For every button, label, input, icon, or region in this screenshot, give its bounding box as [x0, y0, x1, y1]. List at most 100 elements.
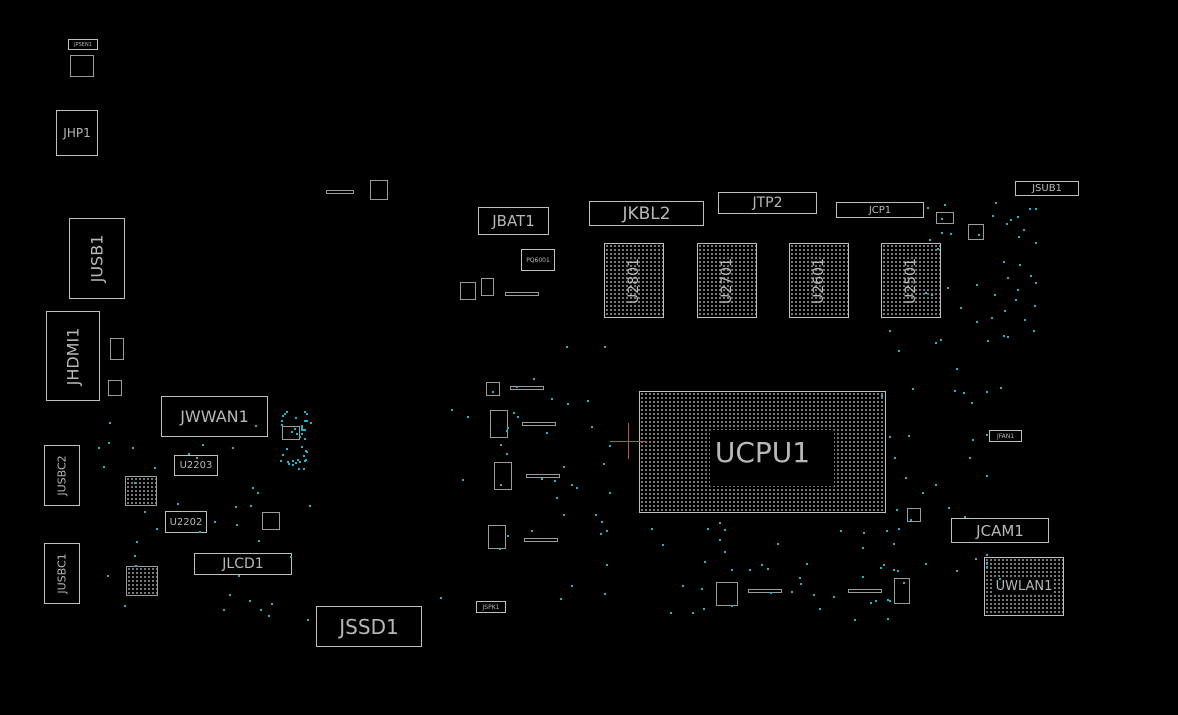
connector-jhdmi1[interactable]: JHDMI1 — [46, 311, 100, 401]
via — [563, 466, 565, 468]
connector-jkbl2[interactable]: JKBL2 — [589, 201, 704, 226]
via — [889, 600, 891, 602]
chip-uwlan1[interactable]: UWLAN1 — [984, 557, 1064, 616]
connector-jlcd1[interactable]: JLCD1 — [194, 553, 292, 575]
via — [862, 576, 864, 578]
via — [986, 566, 988, 568]
via — [305, 459, 307, 461]
via — [963, 392, 965, 394]
connector-jtp2[interactable]: JTP2 — [718, 192, 817, 214]
connector-jwwan1[interactable]: JWWAN1 — [161, 396, 268, 437]
via — [799, 577, 801, 579]
via — [282, 415, 284, 417]
chip-u2202[interactable]: U2202 — [165, 511, 207, 533]
via — [893, 543, 895, 545]
component-small-22 — [848, 589, 882, 593]
via — [903, 582, 905, 584]
via — [806, 563, 808, 565]
via — [516, 386, 518, 388]
via — [840, 530, 842, 532]
connector-jcp1[interactable]: JCP1 — [836, 202, 924, 218]
via — [929, 239, 931, 241]
via — [767, 568, 769, 570]
via — [976, 284, 978, 286]
connector-jsub1[interactable]: JSUB1 — [1015, 181, 1079, 196]
component-small-5 — [282, 426, 300, 440]
via — [309, 505, 311, 507]
via — [499, 548, 501, 550]
component-small-15 — [907, 508, 921, 522]
component-small-2 — [108, 380, 122, 396]
memory-chip-u2801[interactable]: U2801 — [604, 243, 664, 318]
connector-jpsen1[interactable]: JPSEN1 — [68, 39, 98, 50]
connector-jfan1[interactable]: JFAN1 — [989, 430, 1022, 442]
via — [986, 475, 988, 477]
via — [451, 409, 453, 411]
connector-jusbc1[interactable]: JUSBC1 — [44, 543, 80, 604]
label-jusbc1: JUSBC1 — [55, 553, 69, 594]
via — [986, 391, 988, 393]
via — [500, 484, 502, 486]
label-jcam1: JCAM1 — [976, 521, 1024, 540]
memory-chip-u2601[interactable]: U2601 — [789, 243, 849, 318]
via — [1007, 336, 1009, 338]
via — [662, 544, 664, 546]
via — [925, 292, 927, 294]
via — [303, 468, 305, 470]
component-small-10 — [490, 410, 508, 438]
via — [304, 411, 306, 413]
via — [1024, 319, 1026, 321]
via — [609, 445, 611, 447]
via — [994, 294, 996, 296]
via — [927, 207, 929, 209]
component-small-21 — [748, 589, 782, 593]
connector-jhp1[interactable]: JHP1 — [56, 110, 98, 156]
via — [287, 461, 289, 463]
via — [995, 202, 997, 204]
connector-jusbc2[interactable]: JUSBC2 — [44, 445, 80, 506]
connector-jssd1[interactable]: JSSD1 — [316, 606, 422, 647]
via — [606, 530, 608, 532]
via — [935, 484, 937, 486]
via — [749, 569, 751, 571]
via — [1033, 330, 1035, 332]
via — [800, 583, 802, 585]
cpu-ucpu1[interactable]: UCPU1 — [639, 391, 886, 513]
chip-u2203[interactable]: U2203 — [174, 455, 218, 476]
component-small-19 — [526, 474, 560, 478]
via — [292, 460, 294, 462]
via — [299, 461, 301, 463]
via — [249, 600, 251, 602]
label-jsub1: JSUB1 — [1032, 183, 1062, 194]
via — [196, 457, 198, 459]
label-jssd1: JSSD1 — [339, 614, 399, 639]
via — [986, 434, 988, 436]
via — [912, 388, 914, 390]
via — [833, 596, 835, 598]
via — [975, 558, 977, 560]
component-small-7 — [481, 278, 494, 296]
connector-jbat1[interactable]: JBAT1 — [478, 207, 549, 235]
label-jwwan1: JWWAN1 — [180, 407, 249, 426]
via — [591, 426, 593, 428]
via — [1034, 305, 1036, 307]
label-jpsen1: JPSEN1 — [74, 41, 92, 48]
via — [880, 567, 882, 569]
connector-jspk1[interactable]: JSPK1 — [476, 601, 506, 613]
connector-jusb1[interactable]: JUSB1 — [69, 218, 125, 299]
via — [551, 398, 553, 400]
via — [896, 509, 898, 511]
via — [554, 480, 556, 482]
chip-pq6001[interactable]: PQ6001 — [521, 249, 555, 271]
via — [999, 578, 1001, 580]
via — [571, 484, 573, 486]
via — [992, 215, 994, 217]
via — [956, 570, 958, 572]
via — [301, 433, 303, 435]
memory-chip-u2701[interactable]: U2701 — [697, 243, 757, 318]
memory-chip-u2501[interactable]: U2501 — [881, 243, 941, 318]
connector-jcam1[interactable]: JCAM1 — [951, 518, 1049, 543]
via — [306, 420, 308, 422]
via — [305, 450, 307, 452]
